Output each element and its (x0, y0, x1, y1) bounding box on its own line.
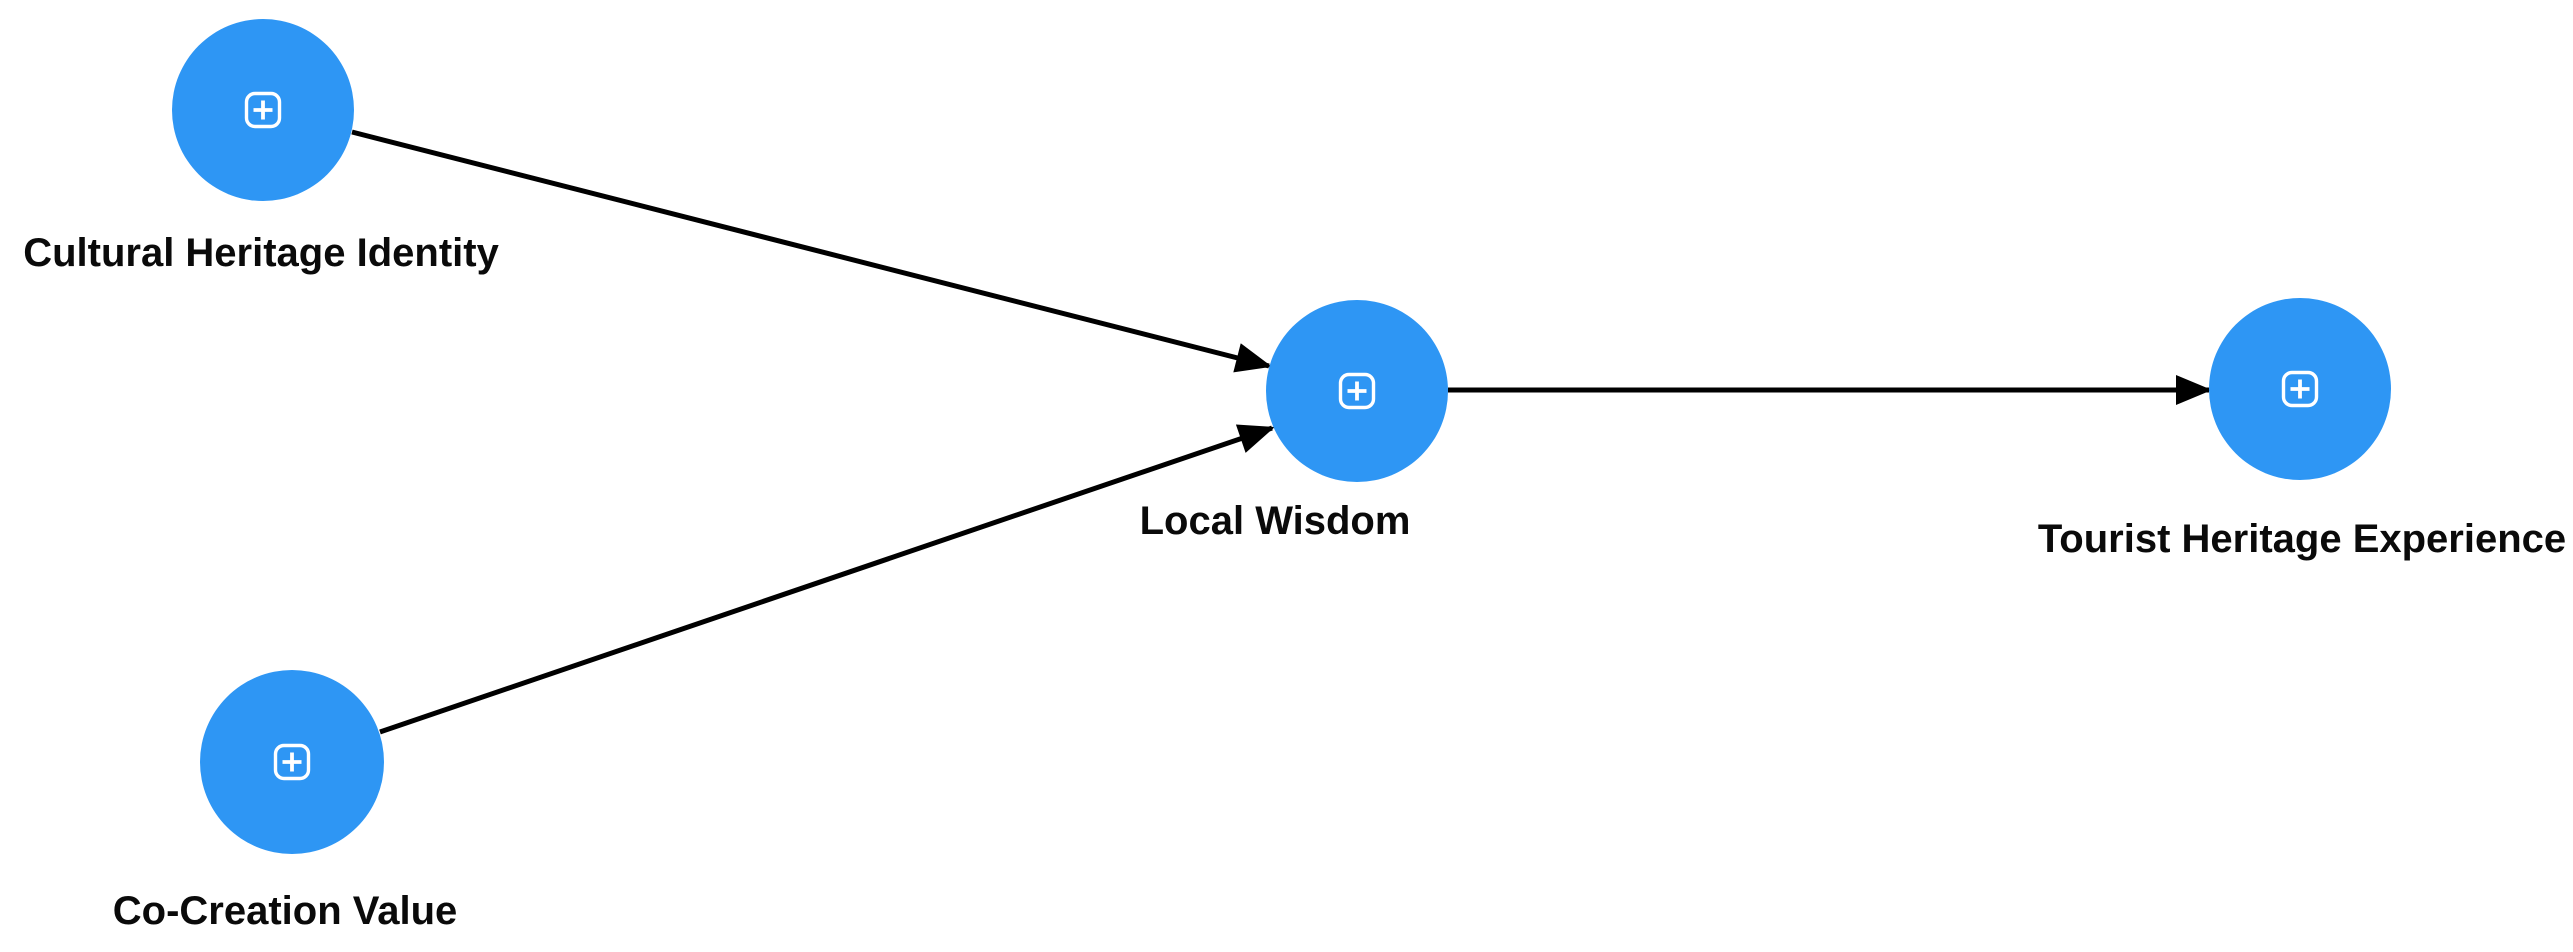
node-cultural-heritage-identity[interactable] (172, 19, 354, 201)
path-arrow-co-creation-value-to-local-wisdom[interactable] (379, 424, 1275, 735)
plus-square-icon (273, 743, 311, 781)
node-label-co-creation-value: Co-Creation Value (112, 889, 458, 933)
node-label-cultural-heritage-identity: Cultural Heritage Identity (23, 231, 499, 275)
plus-square-icon (1338, 372, 1376, 410)
plus-square-icon (244, 91, 282, 129)
node-label-tourist-heritage-experience: Tourist Heritage Experience (2037, 517, 2567, 561)
plus-square-icon (2281, 370, 2319, 408)
node-tourist-heritage-experience[interactable] (2209, 298, 2391, 480)
node-label-local-wisdom: Local Wisdom (1139, 499, 1411, 543)
node-local-wisdom[interactable] (1266, 300, 1448, 482)
path-arrow-cultural-heritage-identity-to-local-wisdom[interactable] (351, 129, 1272, 373)
node-co-creation-value[interactable] (200, 670, 384, 854)
